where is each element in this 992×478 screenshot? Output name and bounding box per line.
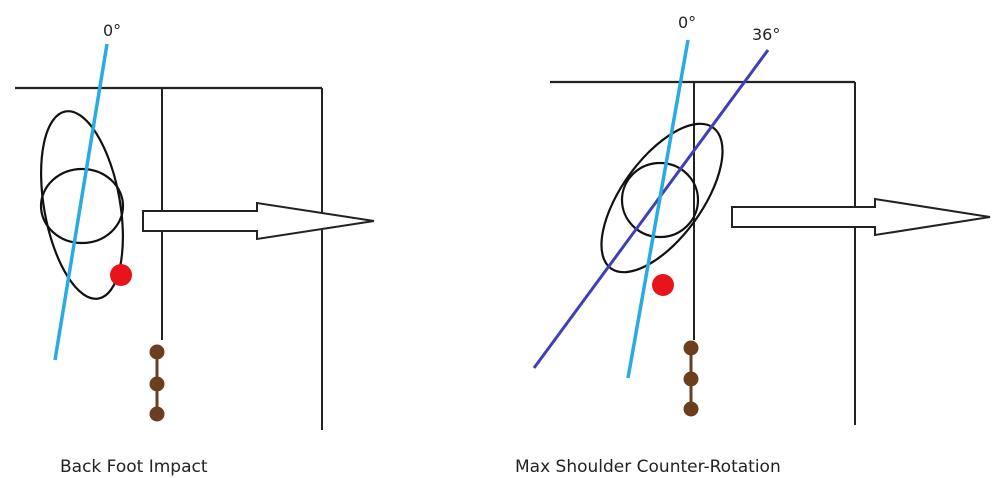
- rotation-36-degree-line: [532, 49, 770, 369]
- shoulder-circle: [620, 161, 700, 239]
- body-ellipse: [600, 122, 724, 274]
- direction-arrow: [142, 201, 375, 241]
- ball: [110, 264, 132, 286]
- caption-back-foot-impact: Back Foot Impact: [60, 457, 208, 477]
- body-ellipse: [40, 110, 124, 300]
- zero-degree-line: [626, 39, 690, 379]
- caption-max-shoulder-counter-rotation: Max Shoulder Counter-Rotation: [515, 457, 781, 477]
- angle-label-36: 36°: [752, 25, 780, 44]
- angle-label-zero: 0°: [678, 13, 696, 32]
- panel-max-shoulder-counter-rotation: 0° 36° Max Shoulder Counter-Rotation: [515, 13, 991, 477]
- zero-degree-line: [53, 43, 109, 361]
- stumps: [683, 340, 699, 417]
- shoulder-circle: [39, 167, 125, 245]
- stumps: [149, 344, 165, 422]
- angle-label-zero: 0°: [103, 21, 121, 40]
- panel-back-foot-impact: 0° Back Foot Impact: [15, 21, 375, 477]
- direction-arrow: [731, 197, 991, 237]
- ball: [652, 274, 674, 296]
